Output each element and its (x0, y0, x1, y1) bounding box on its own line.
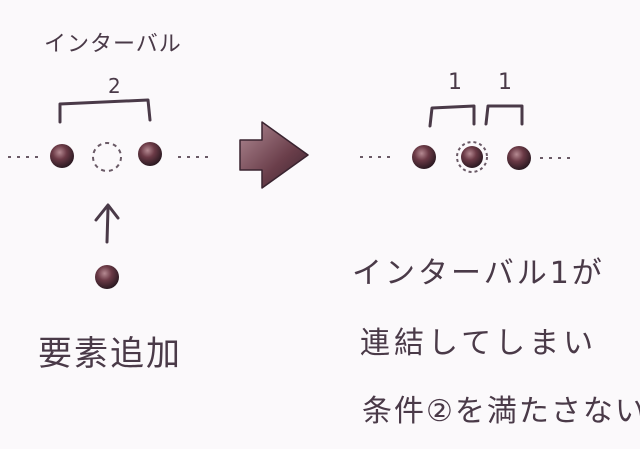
interval-value-left: 2 (108, 74, 121, 98)
right-sequence (360, 104, 575, 173)
caption-right-line2: 連結してしまい (360, 326, 598, 361)
left-interval-bracket (58, 98, 152, 124)
caption-right-line3: 条件②を満たさない (362, 394, 640, 429)
right-inserted-bead-outline (456, 141, 488, 173)
right-arrow-icon (239, 121, 309, 189)
caption-right-line1: インターバル1が (352, 256, 605, 291)
right-bead-1 (412, 145, 436, 169)
interval-value-right-b: 1 (498, 70, 512, 95)
caption-add-element: 要素追加 (38, 334, 182, 374)
left-bead-2 (138, 142, 162, 166)
right-bead-2 (507, 146, 531, 170)
left-bead-1 (50, 144, 74, 168)
right-interval-bracket-b (484, 104, 524, 126)
new-bead (95, 265, 119, 289)
up-arrow-icon (94, 203, 120, 244)
interval-value-right-a: 1 (448, 70, 462, 95)
right-interval-bracket-a (428, 104, 476, 128)
left-sequence (8, 98, 210, 289)
interval-label: インターバル (44, 32, 182, 57)
right-inserted-bead (461, 146, 483, 168)
left-empty-slot (92, 142, 122, 172)
